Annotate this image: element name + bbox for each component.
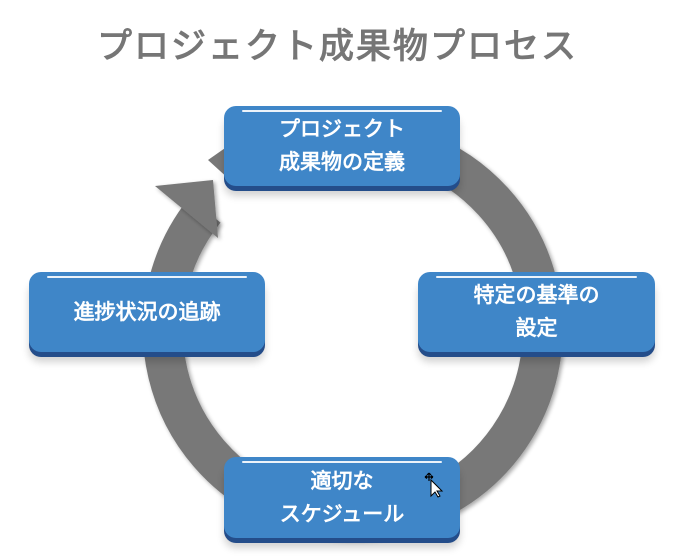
step-schedule[interactable]: 適切な スケジュール [224, 457, 460, 538]
step-label-line: 設定 [515, 316, 558, 340]
arrow-head-icon [155, 180, 218, 238]
step-label-line: 成果物の定義 [279, 150, 405, 174]
step-label-line: 適切な [310, 468, 374, 493]
step-define-deliverables[interactable]: プロジェクト 成果物の定義 [224, 106, 460, 186]
step-label-line: スケジュール [279, 501, 405, 526]
step-label-line: 進捗状況の追跡 [73, 299, 221, 324]
step-track-progress[interactable]: 進捗状況の追跡 [29, 272, 265, 352]
step-set-criteria[interactable]: 特定の基準の 設定 [418, 272, 655, 352]
diagram-title: プロジェクト成果物プロセス [96, 27, 578, 67]
step-label-line: 特定の基準の [473, 283, 600, 307]
move-cursor-icon [424, 472, 444, 498]
step-label-line: プロジェクト [279, 117, 405, 141]
